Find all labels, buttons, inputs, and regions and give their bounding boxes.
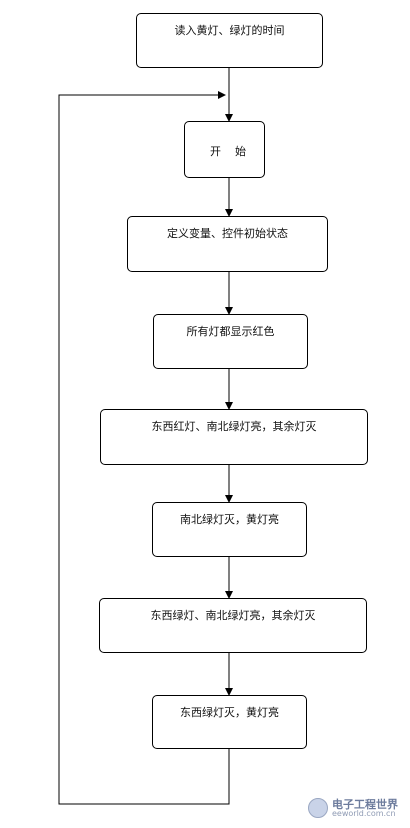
node-ns-green-off-yellow-on: 南北绿灯灭，黄灯亮 [152, 502, 307, 557]
watermark-subtitle: eeworld.com.cn [332, 809, 396, 818]
node-ew-green-off-yellow-on: 东西绿灯灭，黄灯亮 [152, 695, 307, 749]
node-all-red-label: 所有灯都显示红色 [186, 325, 275, 338]
node-read-times-label: 读入黄灯、绿灯的时间 [174, 24, 285, 37]
node-start: 开 始 [184, 121, 265, 178]
node-ew-green-off-yellow-on-label: 东西绿灯灭，黄灯亮 [180, 706, 279, 719]
node-ew-green-ns-green: 东西绿灯、南北绿灯亮，其余灯灭 [99, 598, 367, 653]
node-ew-red-ns-green-label: 东西红灯、南北绿灯亮，其余灯灭 [151, 420, 317, 433]
node-ew-green-ns-green-label: 东西绿灯、南北绿灯亮，其余灯灭 [150, 609, 316, 622]
node-ns-green-off-yellow-on-label: 南北绿灯灭，黄灯亮 [180, 513, 279, 526]
node-define-vars: 定义变量、控件初始状态 [127, 216, 328, 272]
node-read-times: 读入黄灯、绿灯的时间 [136, 13, 323, 68]
node-start-label: 开 始 [210, 145, 246, 158]
node-define-vars-label: 定义变量、控件初始状态 [167, 227, 288, 240]
watermark-title: 电子工程世界 [332, 798, 398, 811]
node-all-red: 所有灯都显示红色 [153, 314, 308, 369]
loop-back-line [58, 91, 230, 805]
node-ew-red-ns-green: 东西红灯、南北绿灯亮，其余灯灭 [100, 409, 368, 465]
watermark-logo-icon [308, 798, 328, 818]
watermark: 电子工程世界 eeworld.com.cn [308, 796, 400, 820]
